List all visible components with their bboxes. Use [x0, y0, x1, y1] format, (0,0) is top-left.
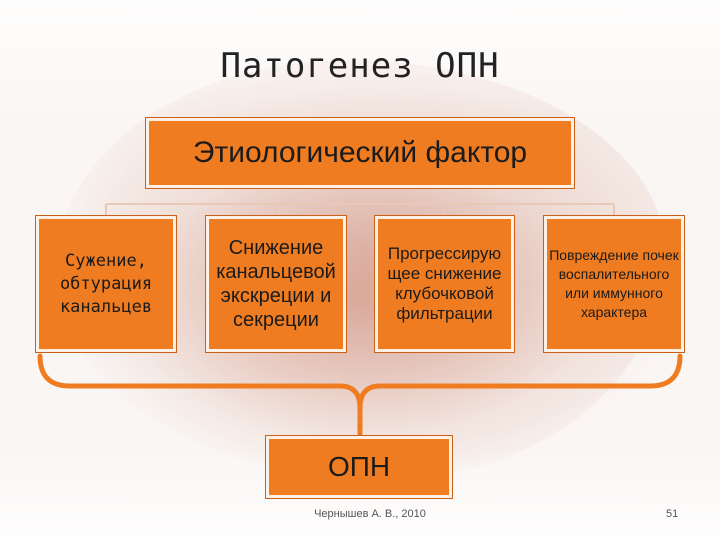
footer-author: Чернышев А. В., 2010: [314, 508, 426, 520]
cause-box-glomerular-filtration: Прогрессирую щее снижение клубочковой фи…: [374, 215, 515, 353]
page-number: 51: [666, 508, 679, 520]
etiological-factor-box: Этиологический фактор: [145, 117, 575, 189]
result-box-opn: ОПН: [265, 435, 453, 499]
slide-title: Патогенез ОПН: [220, 46, 500, 86]
tree-connectors: [105, 188, 615, 216]
background-fade-top: [0, 0, 720, 120]
cause-box-tubular-excretion: Снижение канальцевой экскреции и секреци…: [205, 215, 347, 353]
cause-box-inflammatory-damage: Повреждение почек воспалительного или им…: [543, 215, 685, 353]
cause-box-obstruction: Сужение, обтурация канальцев: [35, 215, 177, 353]
curly-brace: [37, 353, 683, 437]
